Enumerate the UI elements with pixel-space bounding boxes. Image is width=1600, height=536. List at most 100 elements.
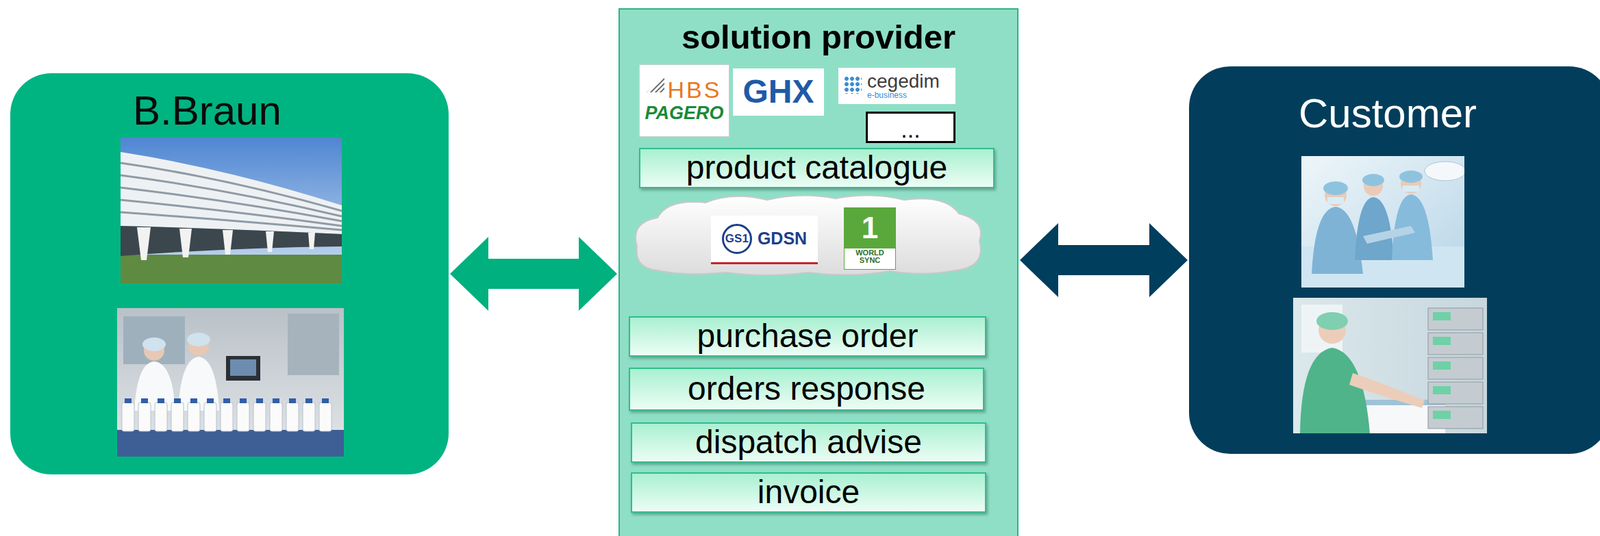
- box-label: product catalogue: [686, 150, 948, 187]
- intensive-care-photo-part-part: [1432, 312, 1451, 321]
- building-photo-part: [136, 227, 151, 261]
- intensive-care-photo-part-part: [1432, 361, 1451, 370]
- intensive-care-photo-part-part: [1428, 308, 1483, 331]
- building-photo-part: [120, 254, 342, 284]
- factory-photo-part-part: [321, 398, 329, 404]
- building-photo-part: [120, 163, 342, 211]
- intensive-care-photo-part: [1363, 404, 1446, 434]
- factory-photo-part: [186, 332, 211, 347]
- surgery-photo-part: [1301, 246, 1465, 288]
- process-box: product catalogue: [639, 147, 995, 189]
- surgery-photo-part: [1301, 156, 1465, 288]
- factory-photo-part-part: [141, 398, 148, 404]
- intensive-care-photo-part: [1293, 297, 1487, 434]
- surgery-photo-part: [1311, 206, 1364, 274]
- factory-photo-part-part: [289, 398, 296, 404]
- building-photo-part: [308, 232, 316, 250]
- intensive-care-photo-part: [1428, 308, 1483, 429]
- building-photo: [120, 137, 342, 284]
- panel-title: solution provider: [619, 19, 1018, 57]
- factory-photo-part-part: [187, 402, 200, 432]
- factory-photo-part: [117, 430, 344, 457]
- factory-photo-part-part: [286, 402, 299, 432]
- factory-photo-part-part: [204, 402, 217, 432]
- provider-panel: solution providerHBSPAGERO GHX cegedime-bu…: [618, 8, 1019, 536]
- logo-text: WORLD SYNC: [844, 249, 896, 265]
- logo-box: GS1GDSN: [710, 215, 818, 265]
- surgery-photo-part: [1362, 173, 1385, 187]
- panel-title: Customer: [1189, 91, 1587, 137]
- process-box: invoice: [630, 472, 987, 514]
- logo-box: HBSPAGERO: [639, 64, 730, 137]
- surgery-photo-part: [1391, 194, 1433, 261]
- logo-text: GS1: [721, 223, 753, 255]
- placeholder-box: ...: [865, 111, 956, 144]
- logo-text: e-business: [867, 91, 907, 100]
- surgery-photo-part: [1324, 184, 1347, 207]
- building-photo-part: [120, 200, 342, 227]
- factory-photo-part-part: [121, 402, 135, 432]
- intensive-care-photo-part: [1432, 312, 1451, 420]
- box-label: orders response: [687, 371, 926, 408]
- intensive-care-photo-part-part: [1432, 410, 1451, 420]
- network-cloud-part: [635, 195, 981, 276]
- box-label: purchase order: [697, 318, 919, 355]
- factory-photo-part-part: [269, 402, 283, 432]
- factory-photo-part: [124, 398, 329, 404]
- box-label: dispatch advise: [695, 424, 922, 461]
- factory-photo-part: [123, 316, 185, 365]
- factory-photo-part-part: [154, 402, 168, 432]
- factory-photo-part: [188, 335, 209, 357]
- logo-box: 1WORLD SYNC: [843, 207, 896, 270]
- factory-photo-part-part: [124, 398, 132, 404]
- building-photo-part: [120, 137, 342, 284]
- factory-photo-part-part: [220, 402, 233, 432]
- intensive-care-photo-part-part: [1428, 357, 1483, 380]
- building-photo-part: [265, 231, 274, 253]
- factory-photo-part-part: [302, 402, 316, 432]
- surgery-photo-part: [1354, 197, 1394, 261]
- factory-photo-part: [226, 356, 261, 381]
- surgery-photo-part: [1327, 197, 1344, 205]
- factory-photo-part-part: [256, 398, 264, 404]
- surgery-photo-part: [1400, 173, 1422, 194]
- factory-photo: [117, 308, 344, 457]
- intensive-care-photo-part: [1318, 316, 1346, 344]
- intensive-care-photo-part-part: [1432, 386, 1451, 395]
- surgery-photo-part: [1424, 161, 1465, 181]
- factory-photo-part: [117, 308, 344, 457]
- surgery-photo-part: [1323, 181, 1348, 196]
- placeholder-text: ...: [900, 117, 920, 142]
- intensive-care-photo-part: [1349, 373, 1425, 409]
- intensive-care-photo: [1293, 297, 1487, 434]
- process-box: dispatch advise: [630, 422, 987, 464]
- factory-photo-part: [287, 313, 340, 376]
- intensive-care-photo-part: [1363, 400, 1446, 406]
- logo-box: cegedime-business: [838, 67, 956, 105]
- factory-photo-part: [143, 340, 165, 361]
- factory-photo-part-part: [157, 398, 165, 404]
- intensive-care-photo-part-part: [1428, 332, 1483, 355]
- logo-text: HBS: [647, 77, 722, 103]
- factory-photo-part-part: [236, 402, 250, 432]
- logo-text: GHX: [742, 73, 814, 111]
- surgery-photo-part: [1402, 185, 1420, 192]
- double-arrow: [450, 236, 618, 311]
- panel-title: B.Braun: [132, 88, 449, 134]
- process-box: purchase order: [628, 316, 987, 357]
- building-photo-part: [120, 187, 342, 222]
- factory-photo-part-part: [319, 402, 332, 432]
- customer-panel: Customer: [1189, 66, 1600, 455]
- factory-photo-part-part: [206, 398, 214, 404]
- factory-photo-part-part: [305, 398, 313, 404]
- building-photo-part: [120, 175, 342, 217]
- surgery-photo-part: [1363, 176, 1383, 196]
- factory-photo-part: [230, 359, 257, 377]
- factory-photo-part-part: [272, 398, 280, 404]
- intensive-care-photo-part: [1301, 304, 1343, 353]
- logo-text: PAGERO: [644, 103, 724, 124]
- intensive-care-photo-part-part: [1428, 382, 1483, 405]
- factory-photo-part-part: [253, 402, 266, 432]
- building-photo-part: [120, 152, 342, 235]
